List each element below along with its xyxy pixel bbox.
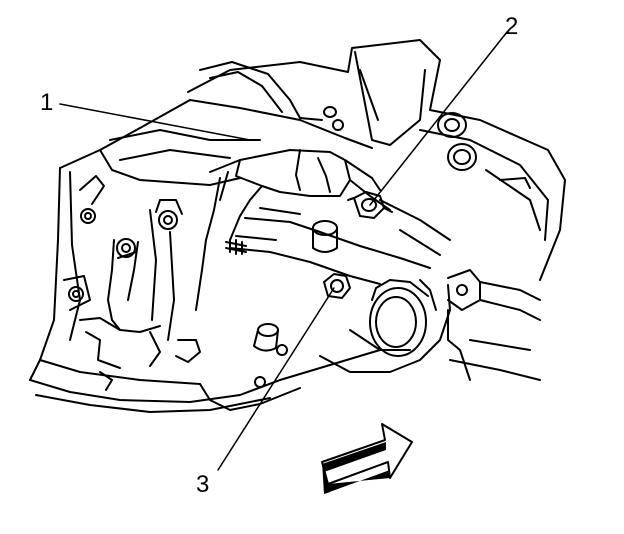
callout-3-label: 3 <box>196 471 209 498</box>
callout-2-label: 2 <box>505 13 518 40</box>
leader-line-2 <box>369 31 508 206</box>
leader-lines <box>59 31 508 471</box>
crossmember-arm <box>229 199 451 285</box>
lower-dowel <box>253 323 288 388</box>
mount-bosses <box>323 106 477 171</box>
callout-1-label: 1 <box>40 89 53 116</box>
side-bolt <box>225 239 247 255</box>
transmission-housing <box>29 99 451 413</box>
mount-nut-upper <box>347 191 393 219</box>
center-stud <box>312 220 338 253</box>
tailshaft-opening <box>369 279 437 357</box>
front-direction-arrow <box>321 423 413 494</box>
mount-nut-lower <box>323 273 351 299</box>
right-bracket <box>447 269 541 381</box>
leader-line-1 <box>59 103 251 141</box>
leader-line-3 <box>217 287 335 471</box>
housing-left-details <box>63 175 201 391</box>
transmission-mount-bracket <box>195 149 391 311</box>
